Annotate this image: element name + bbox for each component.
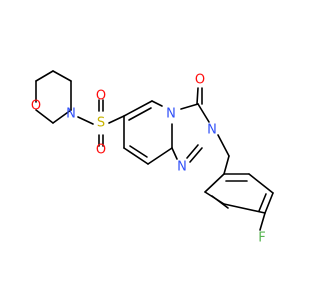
bond-c6-c5 [123, 100, 153, 117]
bond-c5-n4 [151, 100, 163, 107]
bond-ch2-o-bottom [35, 109, 54, 124]
fluorine-label: F [258, 231, 265, 246]
sulfonyl-oxygen-top-label: O [96, 89, 106, 104]
bond-c8a-c8 [147, 147, 173, 165]
carbonyl-oxygen-label: O [195, 73, 205, 88]
bond-c3-n2 [197, 103, 210, 123]
bond-ch2-aryl [223, 155, 230, 175]
bond-n1-c8a [171, 147, 178, 160]
bond-n2-n1-b [189, 147, 203, 163]
bond-c6-c5-inner [128, 107, 152, 121]
bond-s-c6 [108, 115, 125, 124]
bond-ar-inner-3 [258, 193, 267, 212]
triazole-nitrogen-2-label: N [207, 123, 217, 138]
bond-c-f [259, 212, 266, 231]
bond-ar-inner-2 [211, 195, 229, 209]
bond-n4-c3 [180, 103, 199, 110]
bond-n2-ch2 [217, 134, 230, 157]
bond-lines [35, 70, 274, 231]
bond-ar-c3-c4 [223, 203, 266, 214]
sulfonyl-sulfur-label: S [97, 116, 105, 131]
sulfonyl-oxygen-bottom-label: O [96, 143, 106, 158]
bond-ar-c4-c5 [264, 192, 274, 214]
morpholine-nitrogen-label: N [66, 107, 76, 122]
bond-n2-n1-a [186, 144, 199, 159]
bond-ar-c1-c2 [204, 173, 225, 193]
bond-ar-c5-c6 [248, 173, 274, 194]
bond-c8-c7 [123, 147, 149, 165]
bond-ch2-ch2-top-right [52, 70, 72, 82]
atom-labels: O N S O O N O N N F [31, 73, 266, 246]
bond-c3-o-a [196, 87, 199, 105]
bond-n-s [77, 116, 94, 125]
morpholine-oxygen-label: O [31, 99, 41, 114]
bond-ch2-ch2-top-left [35, 70, 54, 82]
bond-c8-c7-inner [129, 145, 148, 158]
triazole-nitrogen-1-label: N [177, 160, 187, 175]
bridgehead-nitrogen-label: N [166, 107, 176, 122]
molecule-structure-diagram: O N S O O N O N N F [31, 70, 274, 246]
bond-n-ch2-bottom [52, 109, 72, 124]
